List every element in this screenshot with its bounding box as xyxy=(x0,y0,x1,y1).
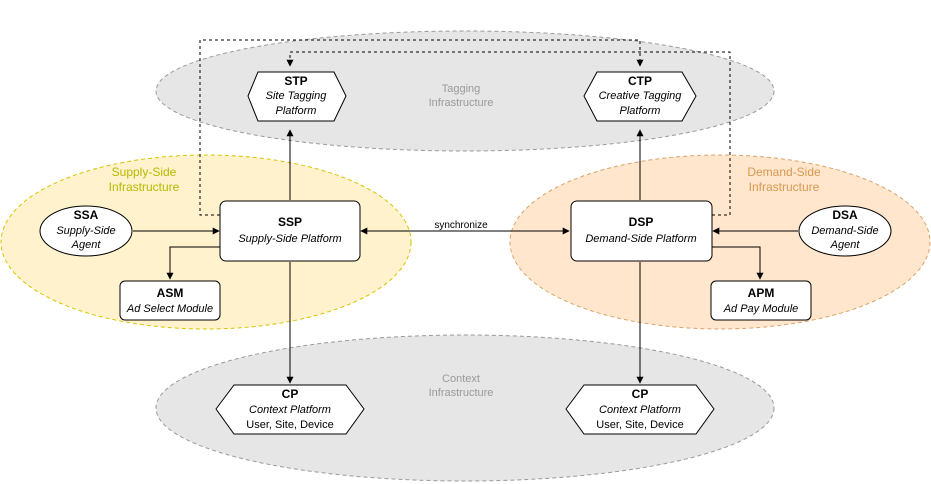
tagging-region-label-line1: Tagging xyxy=(442,83,481,95)
apm-line1: Ad Pay Module xyxy=(723,303,799,315)
tagging-region-label-line2: Infrastructure xyxy=(429,97,494,109)
ssp-line1: Supply-Side Platform xyxy=(238,233,341,245)
ctp-hexagon-shape xyxy=(583,71,697,122)
context-region-label-line1: Context xyxy=(442,373,480,385)
dsa-node: DSA Demand-Side Agent xyxy=(798,205,892,257)
asm-abbr: ASM xyxy=(157,286,184,300)
stp-line1: Site Tagging xyxy=(266,90,328,102)
dsp-abbr: DSP xyxy=(629,215,654,229)
asm-node: ASM Ad Select Module xyxy=(119,280,221,321)
ctp-line1: Creative Tagging xyxy=(599,90,683,102)
stp-line2: Platform xyxy=(276,105,317,117)
ctp-abbr: CTP xyxy=(628,74,652,88)
dsp-node: DSP Demand-Side Platform xyxy=(570,200,713,262)
stp-hexagon-shape xyxy=(247,71,347,122)
asm-line1: Ad Select Module xyxy=(126,303,213,315)
ctp-node: CTP Creative Tagging Platform xyxy=(583,71,697,122)
cp-left-node: CP Context Platform User, Site, Device xyxy=(215,384,365,435)
ssp-to-ctp-dashed-connector xyxy=(199,39,644,216)
demand-region-label-line1: Demand-Side xyxy=(747,165,821,179)
cp-right-line2: User, Site, Device xyxy=(596,419,683,431)
apm-abbr: APM xyxy=(748,286,775,300)
ssp-node: SSP Supply-Side Platform xyxy=(219,200,361,262)
supply-side-infrastructure-region xyxy=(0,154,412,330)
demand-region-label-line2: Infrastructure xyxy=(749,180,820,194)
apm-node: APM Ad Pay Module xyxy=(710,280,812,321)
ssa-node: SSA Supply-Side Agent xyxy=(39,205,133,257)
ssp-to-asm-arrow xyxy=(166,246,220,280)
supply-region-label-line2: Infrastructure xyxy=(109,180,180,194)
cp-right-line1: Context Platform xyxy=(599,404,681,416)
sync-edge-label: synchronize xyxy=(434,220,488,231)
supply-region-label-line1: Supply-Side xyxy=(112,165,177,179)
ssp-box-shape xyxy=(219,200,361,262)
dsp-box-shape xyxy=(570,200,713,262)
dsp-line1: Demand-Side Platform xyxy=(585,233,696,245)
asm-box-shape xyxy=(119,280,221,321)
cp-left-line1: Context Platform xyxy=(249,404,331,416)
demand-side-infrastructure-region xyxy=(509,154,931,330)
cp-right-node: CP Context Platform User, Site, Device xyxy=(565,384,715,435)
ssp-abbr: SSP xyxy=(278,215,302,229)
dsa-ellipse-shape xyxy=(798,205,892,257)
dsa-abbr: DSA xyxy=(832,208,858,222)
context-region-label-line2: Infrastructure xyxy=(429,387,494,399)
cp-right-hexagon-shape xyxy=(565,384,715,435)
context-infrastructure-region xyxy=(155,334,775,482)
ssa-line1: Supply-Side xyxy=(56,225,115,237)
ssa-ellipse-shape xyxy=(39,205,133,257)
cp-left-line2: User, Site, Device xyxy=(246,419,333,431)
ssa-abbr: SSA xyxy=(74,208,99,222)
ctp-line2: Platform xyxy=(620,105,661,117)
cp-left-hexagon-shape xyxy=(215,384,365,435)
stp-abbr: STP xyxy=(284,74,307,88)
dsp-to-stp-dashed-connector xyxy=(286,51,731,216)
cp-right-abbr: CP xyxy=(632,387,649,401)
apm-box-shape xyxy=(710,280,812,321)
dsa-line2: Agent xyxy=(830,239,861,251)
stp-node: STP Site Tagging Platform xyxy=(247,71,347,122)
ssa-line2: Agent xyxy=(71,239,102,251)
cp-left-abbr: CP xyxy=(282,387,299,401)
dsa-line1: Demand-Side xyxy=(811,225,878,237)
dsp-to-apm-arrow xyxy=(712,246,764,280)
